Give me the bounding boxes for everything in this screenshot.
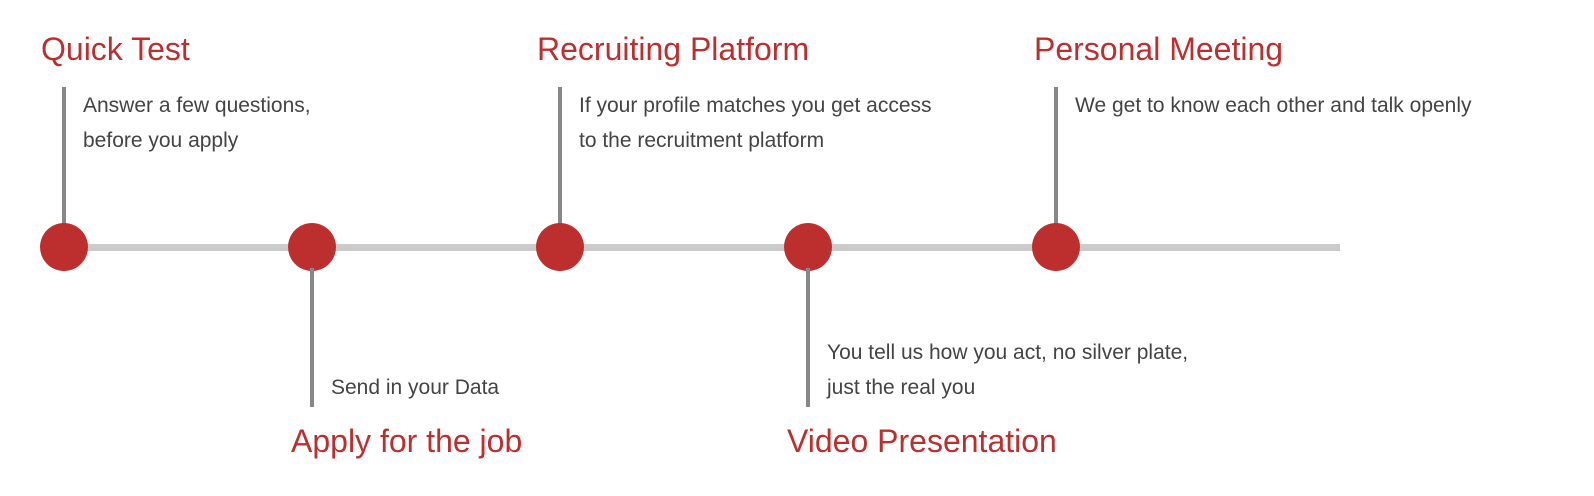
step-title-recruiting-platform: Recruiting Platform [537, 31, 810, 67]
desc-line: You tell us how you act, no silver plate… [827, 341, 1189, 364]
step-title-quick-test: Quick Test [41, 31, 190, 67]
desc-line: just the real you [827, 376, 976, 399]
desc-line: before you apply [83, 129, 239, 152]
step-description: We get to know each other and talk openl… [1075, 88, 1472, 123]
connector-line [558, 87, 562, 227]
step-description: If your profile matches you get access t… [579, 88, 932, 158]
step-marker-4 [784, 223, 832, 271]
step-description: Send in your Data [331, 370, 499, 405]
connector-line [62, 87, 66, 227]
desc-line: If your profile matches you get access [579, 94, 932, 117]
connector-line [1054, 87, 1058, 227]
desc-line: to the recruitment platform [579, 129, 825, 152]
timeline-track [64, 244, 1340, 251]
desc-line: Answer a few questions, [83, 94, 311, 117]
step-marker-5 [1032, 223, 1080, 271]
step-description: Answer a few questions, before you apply [83, 88, 311, 158]
step-title-personal-meeting: Personal Meeting [1034, 31, 1284, 67]
desc-line: Send in your Data [331, 376, 500, 399]
step-title-apply: Apply for the job [291, 423, 523, 459]
step-marker-2 [288, 223, 336, 271]
step-marker-1 [40, 223, 88, 271]
desc-line: We get to know each other and talk openl… [1075, 94, 1472, 117]
connector-line [806, 268, 810, 407]
step-title-video-presentation: Video Presentation [787, 423, 1057, 459]
step-marker-3 [536, 223, 584, 271]
connector-line [310, 268, 314, 407]
step-description: You tell us how you act, no silver plate… [827, 335, 1188, 405]
